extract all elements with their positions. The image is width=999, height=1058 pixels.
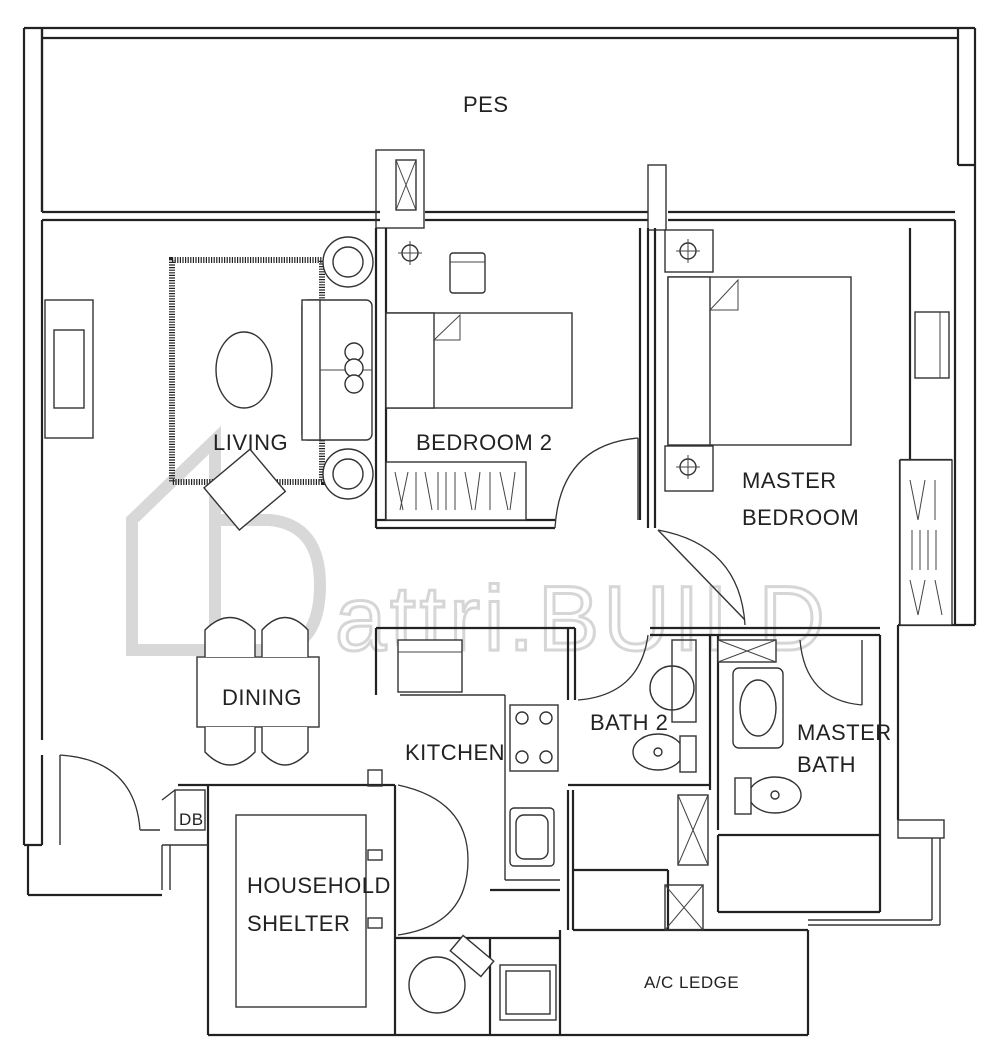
label-household-shelter-line1: HOUSEHOLD (247, 873, 391, 898)
household-shelter (235, 769, 383, 1008)
walls-interior (178, 228, 952, 940)
bath-fixtures (632, 639, 802, 931)
label-dining: DINING (222, 685, 302, 710)
kitchen-fixtures (397, 639, 559, 1021)
doors (59, 437, 863, 936)
label-kitchen: KITCHEN (405, 740, 505, 765)
label-master-bedroom-line1: MASTER (742, 468, 837, 493)
label-ac-ledge: A/C LEDGE (644, 973, 739, 992)
walls-outer (22, 26, 977, 1037)
label-db: DB (179, 810, 204, 829)
label-bath-2: BATH 2 (590, 710, 668, 735)
room-labels: PES LIVING BEDROOM 2 MASTER BEDROOM DINI… (179, 92, 892, 992)
label-master-bath-line1: MASTER (797, 720, 892, 745)
label-living: LIVING (213, 430, 288, 455)
label-household-shelter-line2: SHELTER (247, 911, 350, 936)
label-master-bath-line2: BATH (797, 752, 856, 777)
label-bedroom-2: BEDROOM 2 (416, 430, 553, 455)
label-pes: PES (463, 92, 509, 117)
facade-pillars (375, 149, 667, 231)
bedroom2-furniture (385, 241, 573, 521)
label-master-bedroom-line2: BEDROOM (742, 505, 859, 530)
living-furniture (44, 236, 374, 766)
master-bedroom-furniture (664, 229, 953, 626)
